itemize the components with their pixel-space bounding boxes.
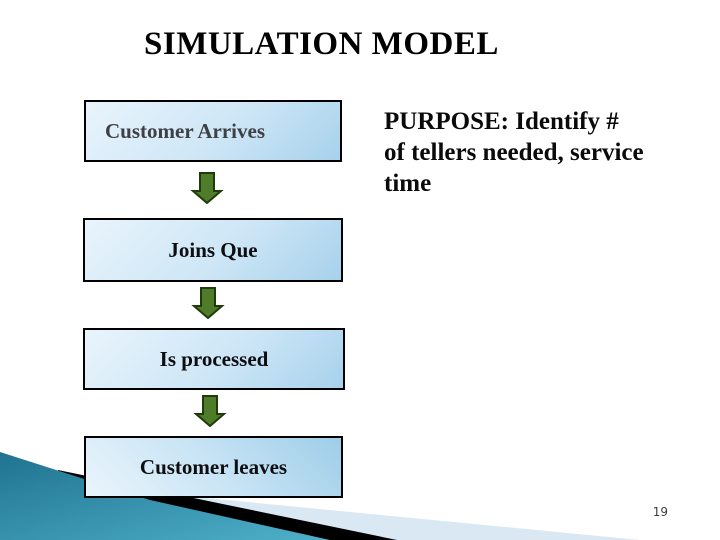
purpose-text: PURPOSE: Identify # of tellers needed, s… (384, 106, 716, 199)
flow-step-customer-arrives: Customer Arrives (84, 100, 342, 162)
purpose-line-3: time (384, 170, 432, 197)
flow-step-customer-leaves: Customer leaves (84, 436, 343, 498)
flow-step-is-processed: Is processed (83, 328, 345, 390)
down-arrow-icon (191, 287, 225, 319)
down-arrow-icon (190, 172, 224, 204)
flow-step-label: Customer Arrives (105, 118, 265, 143)
flow-step-label: Customer leaves (139, 454, 288, 479)
page-number: 19 (652, 505, 668, 519)
down-arrow-icon (193, 395, 227, 427)
slide-title: SIMULATION MODEL (144, 26, 499, 62)
flow-step-joins-que: Joins Que (83, 218, 343, 282)
purpose-line-2: of tellers needed, service (384, 139, 644, 166)
flow-step-label: Joins Que (168, 237, 258, 262)
decoration-teal-wedge (0, 452, 330, 540)
purpose-line-1: PURPOSE: Identify # (384, 108, 619, 135)
flow-step-label: Is processed (159, 346, 269, 371)
